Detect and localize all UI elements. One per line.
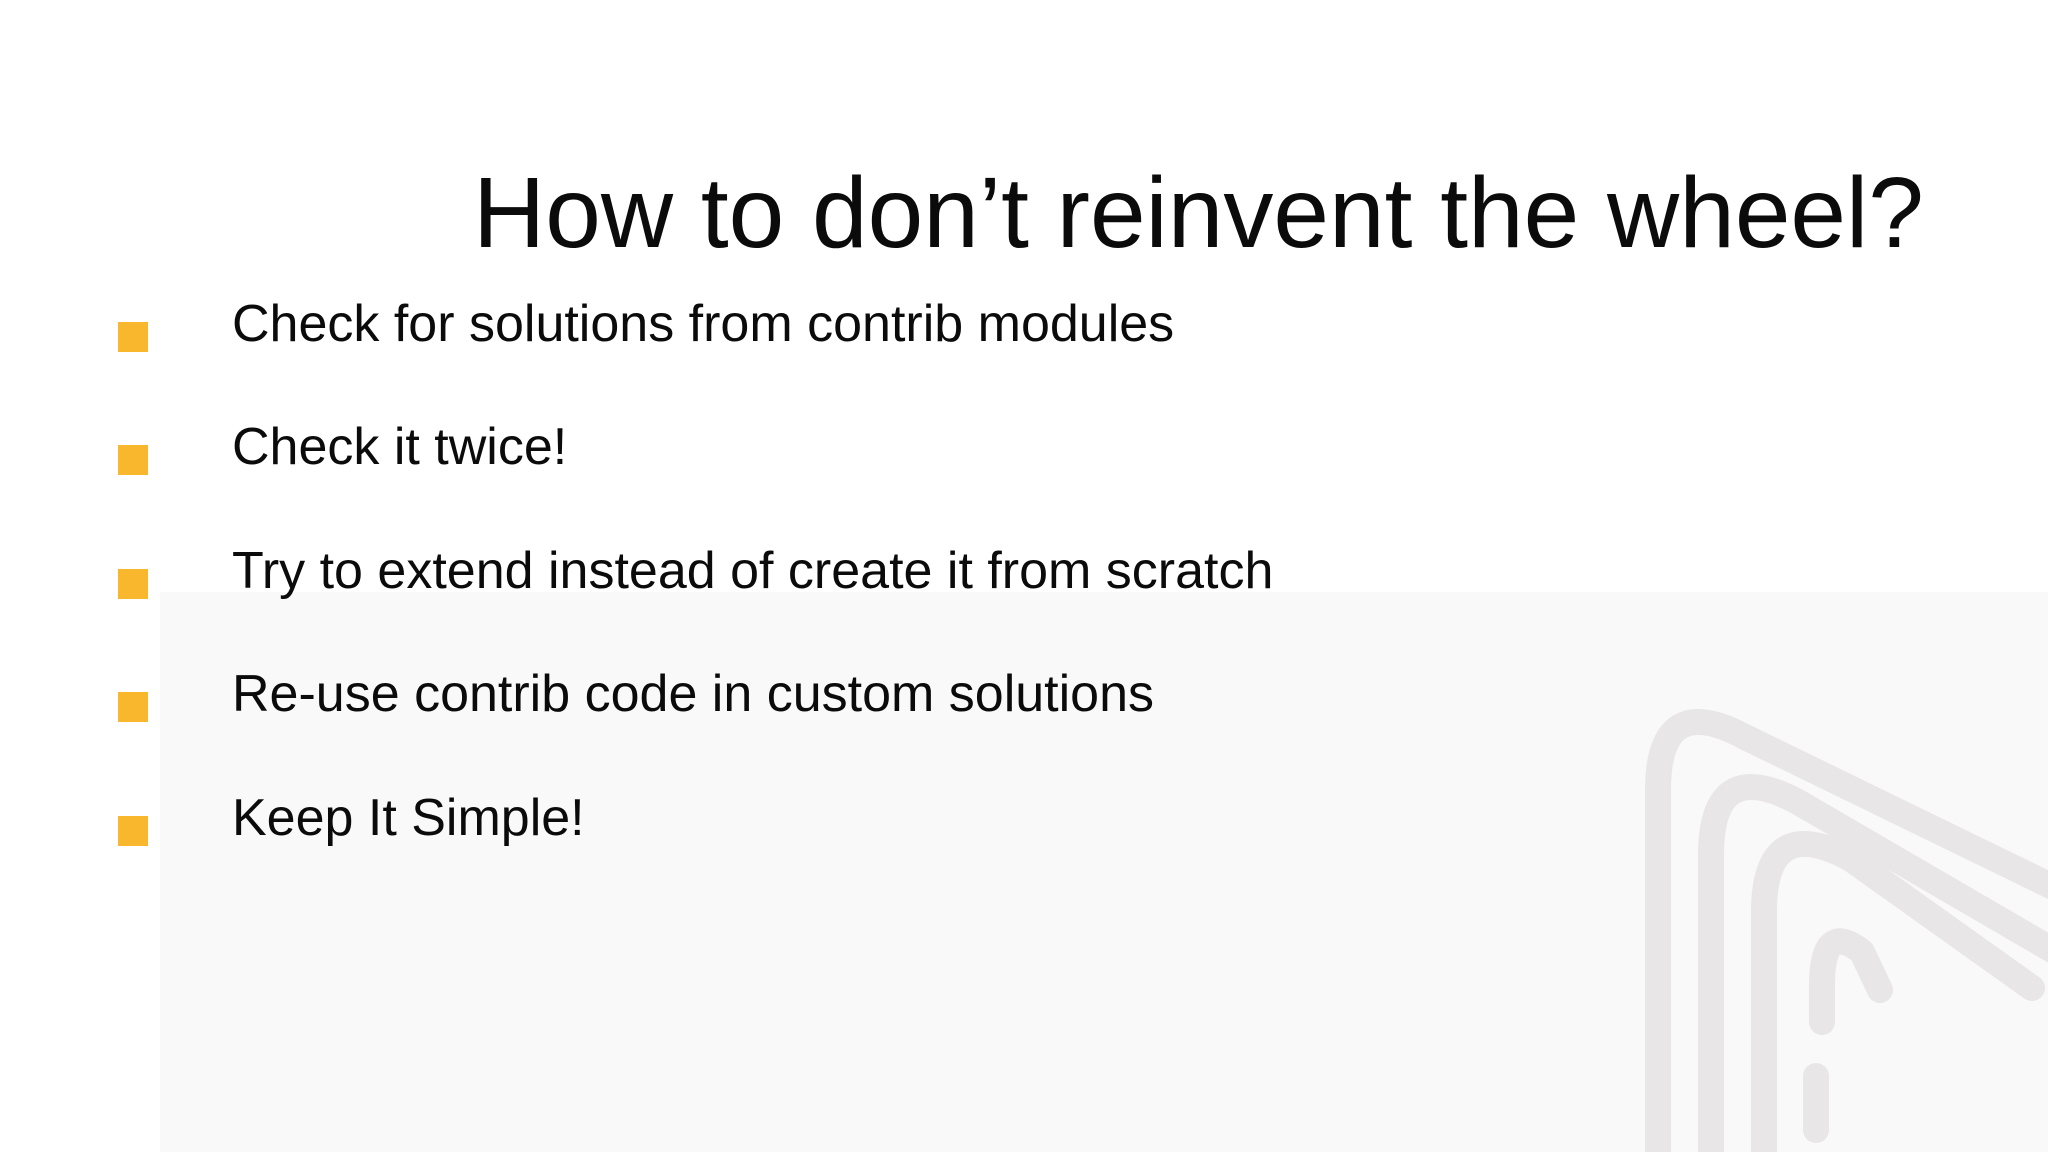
logo-chevron-mini bbox=[1809, 928, 1893, 1035]
bullet-square-icon bbox=[118, 816, 148, 846]
company-logo-watermark bbox=[1645, 709, 2048, 1152]
bullet-item: Check it twice! bbox=[0, 421, 2048, 485]
bullet-text: Try to extend instead of create it from … bbox=[232, 542, 1274, 600]
bullet-item: Keep It Simple! bbox=[0, 792, 2048, 856]
bullet-text: Check for solutions from contrib modules bbox=[232, 295, 1175, 353]
bullet-item: Re-use contrib code in custom solutions bbox=[0, 668, 2048, 732]
bullet-square-icon bbox=[118, 322, 148, 352]
bullet-square-icon bbox=[118, 569, 148, 599]
bullet-text: Check it twice! bbox=[232, 418, 568, 476]
bullet-square-icon bbox=[118, 445, 148, 475]
logo-chevron-inner bbox=[1751, 831, 2045, 1152]
bullet-item: Try to extend instead of create it from … bbox=[0, 545, 2048, 609]
bullet-text: Keep It Simple! bbox=[232, 789, 585, 847]
bullet-text: Re-use contrib code in custom solutions bbox=[232, 665, 1155, 723]
logo-chevron-middle bbox=[1698, 774, 2048, 1152]
logo-chevron-outer bbox=[1645, 709, 2048, 1152]
background-panel bbox=[160, 592, 2048, 1152]
bullet-item: Check for solutions from contrib modules bbox=[0, 298, 2048, 362]
slide-title: How to don’t reinvent the wheel? bbox=[473, 157, 1924, 269]
bullet-square-icon bbox=[118, 692, 148, 722]
